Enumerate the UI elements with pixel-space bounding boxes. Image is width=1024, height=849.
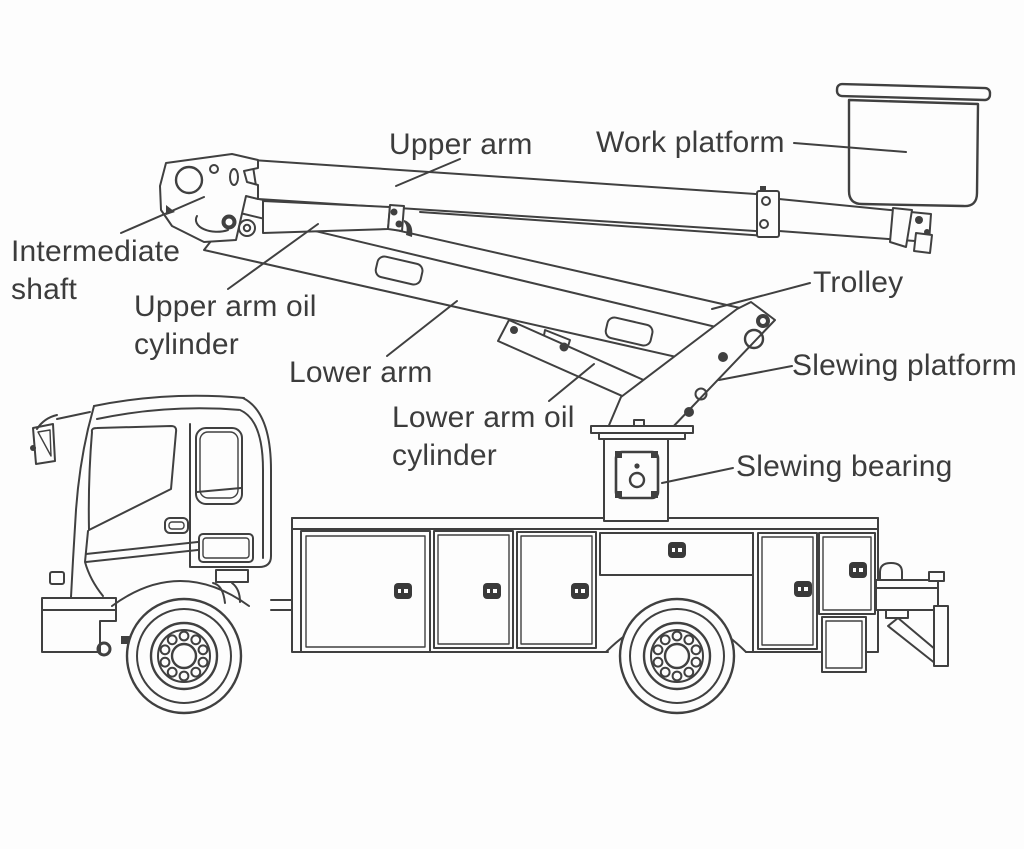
leader-lower-arm <box>386 300 458 357</box>
label-slewing-platform: Slewing platform <box>792 349 1017 382</box>
truck <box>30 394 949 715</box>
latch-icon <box>571 583 589 599</box>
compartment-door <box>821 616 867 673</box>
leader-upper-arm-oil-cylinder <box>227 223 319 290</box>
headlight-icon <box>49 571 65 585</box>
label-trolley: Trolley <box>813 266 904 299</box>
front-wheel <box>125 597 243 715</box>
latch-icon <box>483 583 501 599</box>
leader-slewing-bearing <box>661 467 734 484</box>
leader-intermediate-shaft <box>120 196 205 234</box>
label-lower-arm: Lower arm <box>289 356 433 389</box>
truck-cab <box>30 394 293 657</box>
rear-step <box>875 562 949 667</box>
boom-assembly <box>159 82 992 522</box>
tow-hook-icon <box>96 641 112 657</box>
latch-icon <box>794 581 812 597</box>
latch-icon <box>668 542 686 558</box>
intermediate-shaft-shape <box>159 153 259 243</box>
label-upper-arm-oil-cylinder: Upper arm oil cylinder <box>134 290 317 361</box>
latch-icon <box>849 562 867 578</box>
leader-lower-arm-oil-cylinder <box>548 363 595 402</box>
compartment-door <box>433 530 514 649</box>
label-lower-arm-oil-cylinder: Lower arm oil cylinder <box>392 401 575 472</box>
leader-work-platform <box>793 142 907 153</box>
work-platform-bucket <box>835 82 992 254</box>
keyhole-icon <box>628 463 646 489</box>
door-window <box>195 427 243 505</box>
latch-icon <box>394 583 412 599</box>
upper-arm-oil-cylinder-shape <box>262 200 413 237</box>
label-slewing-bearing: Slewing bearing <box>736 450 953 483</box>
boom-junction-bracket <box>756 186 780 238</box>
label-work-platform: Work platform <box>596 126 785 159</box>
side-mirror <box>30 411 91 465</box>
truck-bed <box>291 517 949 673</box>
leader-slewing-platform <box>718 365 793 381</box>
rear-wheel <box>618 597 736 715</box>
slewing-bearing-pedestal <box>590 419 694 522</box>
door-handle-icon <box>164 517 189 534</box>
label-intermediate-shaft: Intermediate shaft <box>11 235 181 306</box>
leader-trolley <box>711 282 811 310</box>
leader-lines <box>120 142 907 484</box>
leader-upper-arm <box>395 158 461 187</box>
label-upper-arm: Upper arm <box>389 128 533 161</box>
front-bumper <box>41 597 135 657</box>
